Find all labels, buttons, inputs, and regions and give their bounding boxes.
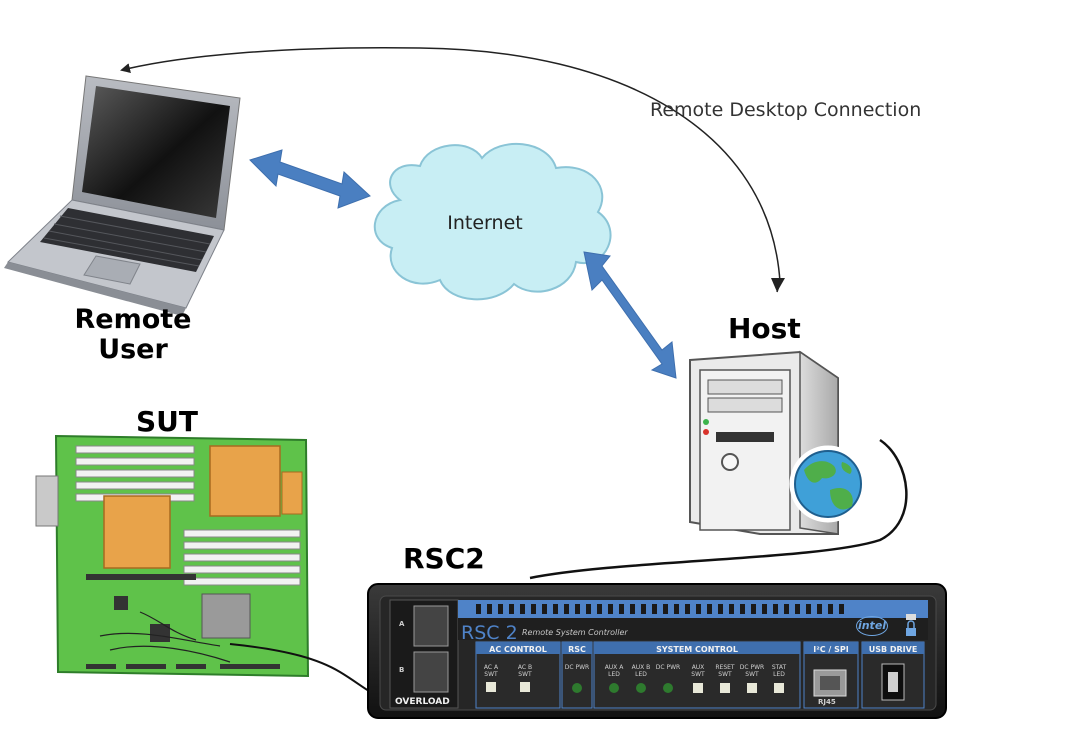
- aux-b-led-label: AUX B LED: [631, 664, 651, 678]
- rsc-section-label: RSC: [568, 645, 586, 654]
- rsc-led: [572, 683, 582, 693]
- i2c-spi-label: I²C / SPI: [813, 645, 849, 654]
- dc-pwr-switch-label: DC PWR SWT: [739, 664, 765, 678]
- intel-logo: intel: [856, 616, 888, 636]
- dc-pwr-led: [663, 683, 673, 693]
- sut-motherboard-icon: [35, 434, 310, 678]
- dc-pwr-switch: [747, 683, 757, 693]
- port-a-label: A: [399, 620, 405, 628]
- usb-drive-label: USB DRIVE: [868, 645, 918, 654]
- ac-a-switch-label: AC A SWT: [483, 664, 499, 678]
- remote-desktop-label: Remote Desktop Connection: [650, 99, 922, 121]
- device-name: RSC 2: [461, 622, 518, 644]
- internet-host-arrow: [583, 251, 677, 379]
- rj45-label: RJ45: [818, 698, 836, 706]
- system-control-label: SYSTEM CONTROL: [656, 645, 738, 654]
- laptop-internet-arrow: [249, 149, 371, 209]
- reset-switch: [720, 683, 730, 693]
- host-rsc2-cable: [529, 438, 908, 580]
- remote-user-label-line2: User: [98, 334, 168, 365]
- stat-led: [774, 683, 784, 693]
- rsc2-label: RSC2: [403, 542, 485, 575]
- remote-desktop-arrowhead: [771, 278, 785, 292]
- globe-icon: [789, 445, 867, 523]
- remote-user-label: Remote User: [58, 305, 208, 365]
- laptop-icon: [4, 75, 241, 316]
- dc-pwr-led-label: DC PWR: [655, 664, 681, 671]
- ac-control-label: AC CONTROL: [489, 645, 547, 654]
- reset-switch-label: RESET SWT: [715, 664, 735, 678]
- aux-switch: [693, 683, 703, 693]
- aux-switch-label: AUX SWT: [691, 664, 705, 678]
- sut-label: SUT: [136, 405, 199, 438]
- rsc-dc-pwr-label: DC PWR: [564, 664, 590, 671]
- internet-label: Internet: [447, 212, 523, 234]
- aux-a-led-label: AUX A LED: [604, 664, 624, 678]
- aux-a-led: [609, 683, 619, 693]
- vent-strip: [476, 604, 844, 614]
- device-subtitle: Remote System Controller: [522, 628, 628, 637]
- remote-desktop-arrow: [120, 47, 781, 283]
- overload-label: OVERLOAD: [395, 697, 450, 707]
- port-b-label: B: [399, 666, 405, 674]
- aux-b-led: [636, 683, 646, 693]
- ac-b-switch-label: AC B SWT: [517, 664, 533, 678]
- remote-user-label-line1: Remote: [74, 304, 192, 335]
- ac-a-switch: [486, 682, 496, 692]
- host-label: Host: [728, 312, 801, 345]
- lock-icon: [906, 620, 916, 636]
- internet-cloud-icon: [373, 142, 612, 301]
- rsc2-device: [367, 583, 947, 719]
- ac-b-switch: [520, 682, 530, 692]
- stat-led-label: STAT LED: [771, 664, 787, 678]
